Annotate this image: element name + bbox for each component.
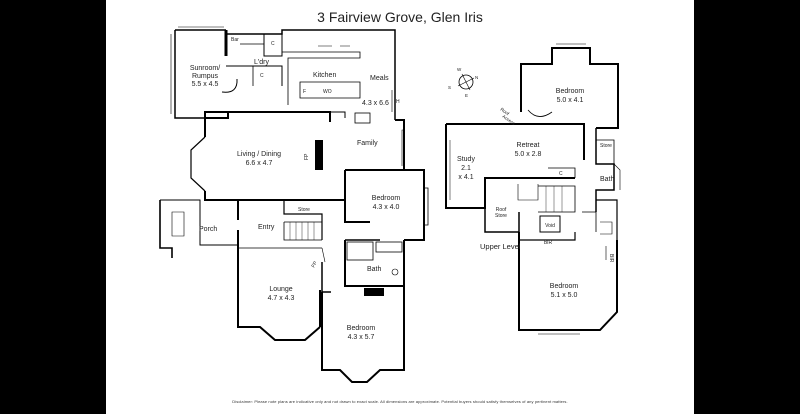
stair-area-walls	[484, 184, 618, 240]
store-label: Store	[298, 207, 310, 213]
bath-label: Bath	[367, 266, 382, 273]
retreat-dims: 5.0 x 2.8	[515, 151, 542, 158]
page-title: 3 Fairview Grove, Glen Iris	[317, 9, 483, 25]
study-dims-1: 2.1	[461, 165, 471, 172]
meals-name: Meals	[370, 75, 389, 82]
upper-bedroom-top-walls	[520, 43, 619, 129]
compass-s: S	[448, 85, 451, 90]
upper-level-label: Upper Level	[480, 242, 521, 251]
bar-label: Bar	[231, 37, 239, 43]
upper-cupboard-label: C	[559, 171, 563, 177]
roof-store-label: Roof	[496, 207, 507, 213]
bedroom3-dims: 5.0 x 4.1	[557, 97, 584, 104]
upper-store-label: Store	[600, 143, 612, 149]
fireplace-label-1: FP	[304, 153, 310, 160]
bir-label-2: BIR	[608, 254, 614, 263]
retreat-walls	[445, 123, 621, 212]
living-dims: 6.6 x 4.7	[246, 160, 273, 167]
roof-store-label-2: Store	[495, 213, 507, 219]
compass-n: W	[457, 67, 462, 72]
compass-rose	[457, 73, 475, 91]
bedroom1-name: Bedroom	[372, 195, 401, 202]
bath-bedroom-walls	[321, 240, 405, 383]
bedroom2-name: Bedroom	[347, 325, 376, 332]
porch-label: Porch	[199, 226, 217, 233]
cupboard-label-2: C	[260, 73, 264, 79]
meals-dims: 4.3 x 6.6	[362, 100, 389, 107]
wall-oven-label: WO	[323, 89, 332, 95]
living-name: Living / Dining	[237, 151, 281, 158]
bedroom3-name: Bedroom	[556, 88, 585, 95]
living-dining-walls	[190, 111, 371, 201]
void-label: Void	[545, 223, 555, 229]
compass-w: E	[465, 93, 468, 98]
roof-access-label: Roof	[499, 107, 510, 117]
study-dims-2: x 4.1	[458, 174, 473, 181]
study-name: Study	[457, 156, 475, 163]
family-bedroom-walls	[344, 119, 429, 241]
retreat-name: Retreat	[517, 142, 540, 149]
bedroom2-dims: 4.3 x 5.7	[348, 334, 375, 341]
sunroom-name2: Rumpus	[192, 73, 219, 80]
kitchen-label: Kitchen	[313, 72, 336, 79]
disclaimer-text: Disclaimer: Please note plans are indica…	[232, 399, 568, 404]
lounge-name: Lounge	[269, 286, 292, 293]
entry-walls	[237, 200, 326, 263]
entry-label: Entry	[258, 224, 275, 231]
bir-label-1: BIR	[544, 240, 553, 246]
upper-bath-label: Bath	[600, 176, 615, 183]
lounge-dims: 4.7 x 4.3	[268, 295, 295, 302]
bedroom4-name: Bedroom	[550, 283, 579, 290]
lounge-walls	[237, 248, 331, 341]
cupboard-label-1: C	[271, 41, 275, 47]
sunroom-name: Sunroom/	[190, 65, 220, 72]
compass-e: N	[475, 75, 478, 80]
family-label: Family	[357, 140, 378, 147]
lower-upper-bedroom-walls	[518, 232, 618, 335]
porch-walls	[159, 199, 238, 258]
laundry-label: L'dry	[254, 59, 269, 66]
kitchen-walls	[224, 29, 396, 120]
bedroom4-dims: 5.1 x 5.0	[551, 292, 578, 299]
fireplace-label-2: FP	[311, 260, 320, 269]
sunroom-dims: 5.5 x 4.5	[192, 81, 219, 88]
bedroom1-dims: 4.3 x 4.0	[373, 204, 400, 211]
fridge-label: F	[303, 89, 306, 95]
heater-label: H	[396, 99, 400, 105]
